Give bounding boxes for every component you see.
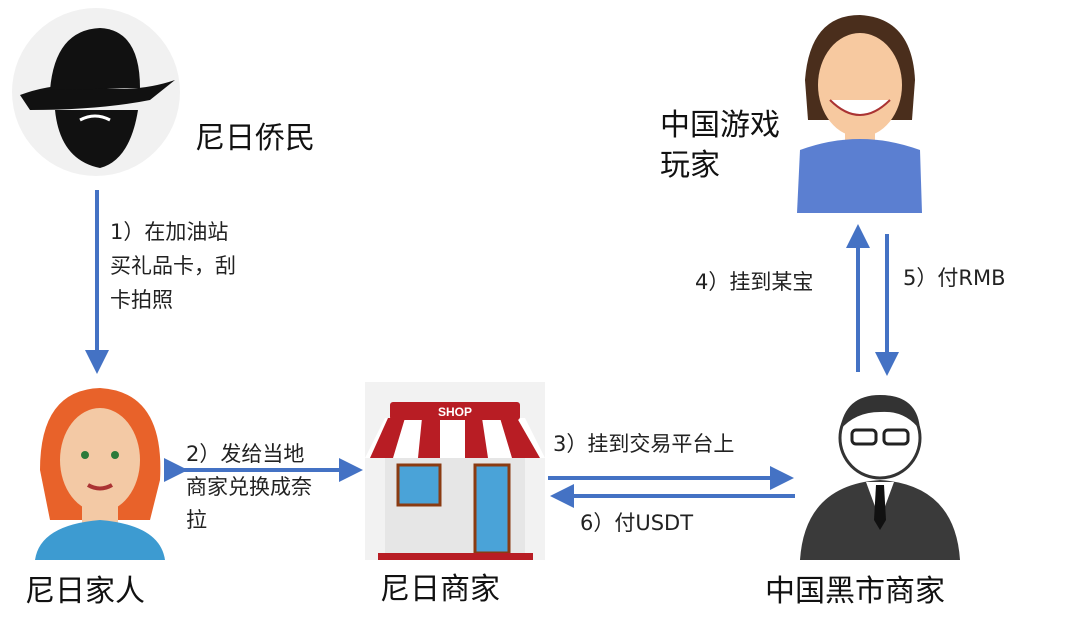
step6-text: 6）付USDT — [580, 511, 694, 535]
step2-line: 商家兑换成奈 — [186, 475, 312, 499]
black-market-businessman-icon — [800, 395, 960, 560]
label-black-market: 中国黑市商家 — [765, 574, 945, 609]
shop-icon: SHOP — [365, 382, 545, 560]
step1-text: 1）在加油站 买礼品卡，刮 卡拍照 — [110, 215, 236, 317]
step4-text: 4）挂到某宝 — [695, 270, 814, 294]
step5-text: 5）付RMB — [903, 266, 1006, 290]
diaspora-hat-man-icon — [12, 8, 180, 176]
shop-sign: SHOP — [438, 405, 472, 419]
label-merchant: 尼日商家 — [380, 572, 500, 607]
step1-line: 买礼品卡，刮 — [110, 254, 236, 278]
step1-line: 卡拍照 — [110, 288, 173, 312]
label-diaspora: 尼日侨民 — [195, 121, 315, 156]
label-player-line1: 中国游戏 — [660, 108, 780, 143]
label-family: 尼日家人 — [25, 574, 145, 609]
step2-line: 2）发给当地 — [186, 442, 305, 466]
step2-text: 2）发给当地 商家兑换成奈 拉 — [186, 438, 312, 537]
step2-line: 拉 — [186, 508, 207, 532]
label-player-line2: 玩家 — [660, 148, 720, 183]
game-player-icon — [797, 15, 922, 213]
step1-line: 1）在加油站 — [110, 220, 229, 244]
family-woman-icon — [35, 388, 165, 560]
step3-text: 3）挂到交易平台上 — [553, 432, 735, 456]
